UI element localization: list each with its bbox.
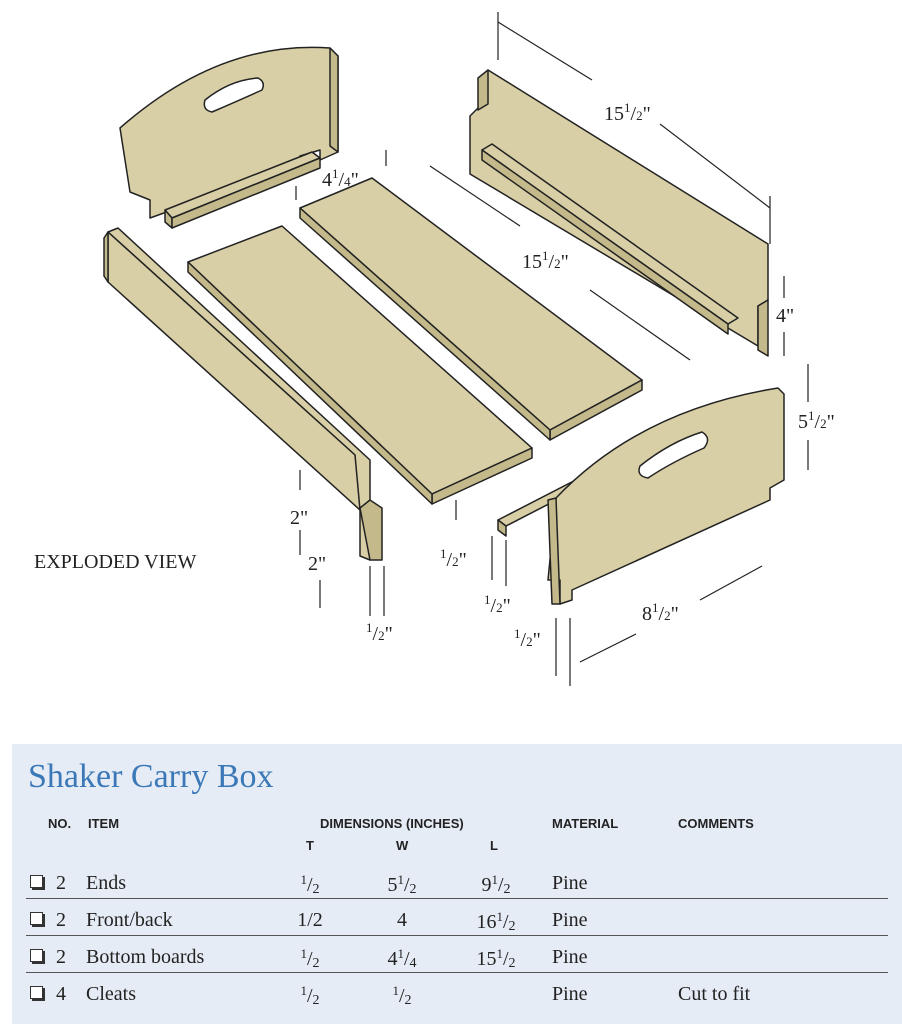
dimension-lines xyxy=(295,12,809,686)
row-item: Front/back xyxy=(86,909,173,931)
row-material: Pine xyxy=(552,983,588,1005)
row-item: Bottom boards xyxy=(86,946,205,968)
dim-notch-height-2: 2" xyxy=(308,553,326,575)
dim-end-thickness: 1/2" xyxy=(514,626,541,651)
exploded-view-diagram: EXPLODED VIEW 151/2" 41/4" 151/2" 4" 51/… xyxy=(34,12,835,686)
left-side-panel xyxy=(103,227,383,561)
row-no: 2 xyxy=(56,909,66,931)
back-cleat xyxy=(164,151,321,229)
right-cleat xyxy=(481,143,739,335)
row-l: 151/2 xyxy=(476,946,516,971)
row-t: 1/2 xyxy=(300,872,320,897)
row-w: 41/4 xyxy=(387,946,417,971)
table-row: 2 Front/back 1/2 4 161/2 Pine xyxy=(26,899,886,935)
right-side-panel xyxy=(469,69,769,357)
table-row: 2 Ends 1/2 51/2 91/2 Pine xyxy=(26,862,886,898)
row-item: Cleats xyxy=(86,983,136,1005)
row-divider xyxy=(26,972,888,973)
table-row: 2 Bottom boards 1/2 41/4 151/2 Pine xyxy=(26,936,886,972)
row-item: Ends xyxy=(86,872,126,894)
row-material: Pine xyxy=(552,946,588,968)
row-material: Pine xyxy=(552,909,588,931)
row-l: 161/2 xyxy=(476,909,516,934)
row-no: 2 xyxy=(56,872,66,894)
dim-bottom-length: 151/2" xyxy=(522,248,569,273)
dim-cleat-thickness: 1/2" xyxy=(484,592,511,617)
header-comments: COMMENTS xyxy=(678,816,754,831)
row-t: 1/2 xyxy=(297,909,323,931)
row-t: 1/2 xyxy=(300,946,320,971)
row-t: 1/2 xyxy=(300,983,320,1008)
checkbox[interactable] xyxy=(30,912,43,925)
dim-bottom-thickness: 1/2" xyxy=(440,546,467,571)
dim-end-height: 51/2" xyxy=(798,408,835,433)
header-t: T xyxy=(306,838,314,853)
row-no: 2 xyxy=(56,946,66,968)
dim-end-width: 81/2" xyxy=(642,600,679,625)
row-divider xyxy=(26,935,888,936)
checkbox[interactable] xyxy=(30,986,43,999)
row-divider xyxy=(26,898,888,899)
row-w: 4 xyxy=(397,909,407,931)
row-no: 4 xyxy=(56,983,66,1005)
bottom-board-back xyxy=(299,177,643,441)
dim-bottom-width: 41/4" xyxy=(322,166,359,191)
row-l: 91/2 xyxy=(481,872,511,897)
bottom-board-front xyxy=(187,225,533,505)
checkbox[interactable] xyxy=(30,875,43,888)
header-dimensions: DIMENSIONS (INCHES) xyxy=(320,816,464,831)
header-no: NO. xyxy=(48,816,72,831)
header-l: L xyxy=(490,838,498,853)
checkbox[interactable] xyxy=(30,949,43,962)
cut-list-title: Shaker Carry Box xyxy=(28,758,274,795)
header-item: ITEM xyxy=(88,816,120,831)
header-material: MATERIAL xyxy=(552,816,619,831)
row-w: 1/2 xyxy=(392,983,412,1008)
dim-side-thickness: 1/2" xyxy=(366,620,393,645)
front-end-panel xyxy=(547,387,785,605)
dim-notch-height-1: 2" xyxy=(290,507,308,529)
cut-list-panel: Shaker Carry Box NO. ITEM DIMENSIONS (IN… xyxy=(12,744,902,1024)
exploded-view-label: EXPLODED VIEW xyxy=(34,551,197,573)
dim-side-length: 151/2" xyxy=(604,100,651,125)
header-w: W xyxy=(396,838,409,853)
row-material: Pine xyxy=(552,872,588,894)
dim-side-height: 4" xyxy=(776,305,794,327)
row-w: 51/2 xyxy=(387,872,417,897)
table-row: 4 Cleats 1/2 1/2 Pine Cut to fit xyxy=(26,973,886,1009)
row-comments: Cut to fit xyxy=(678,983,751,1005)
